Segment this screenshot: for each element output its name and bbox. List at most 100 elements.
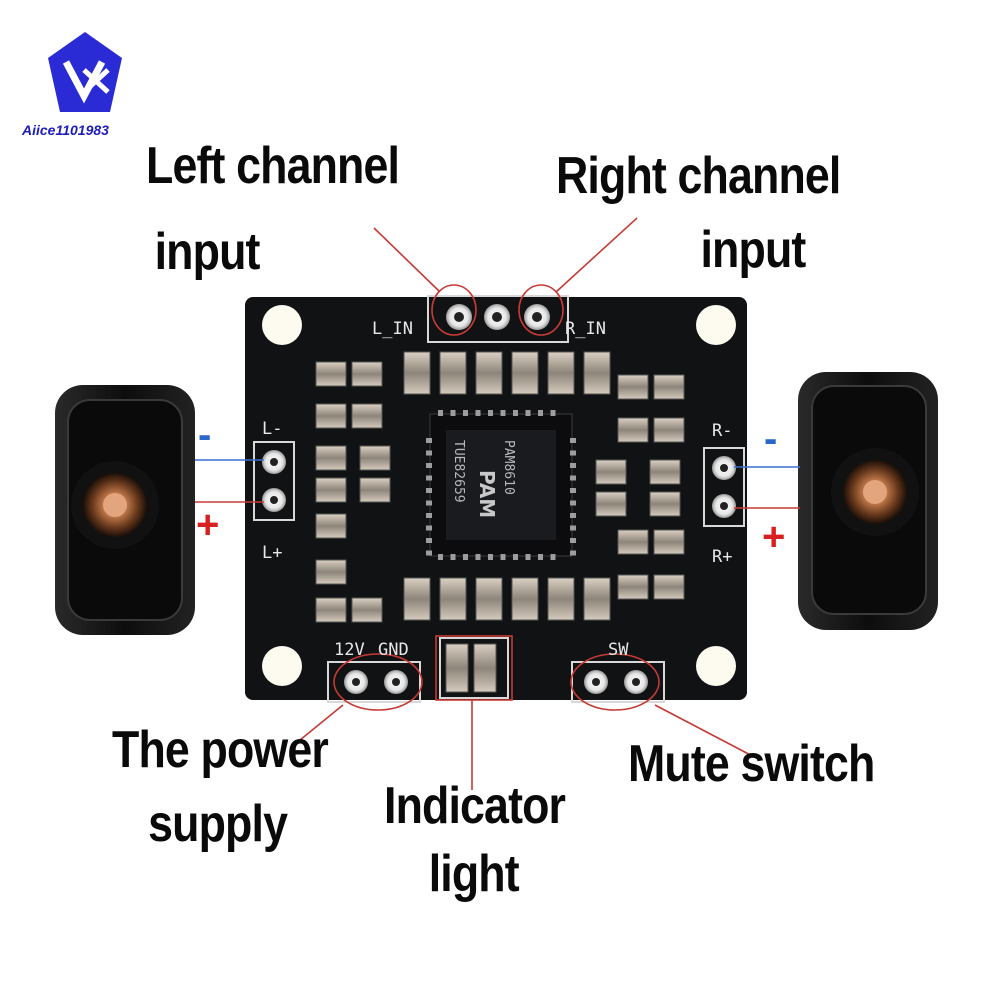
chip-pin	[538, 554, 543, 560]
chip-pin	[570, 438, 576, 443]
left-plus-sign: +	[196, 503, 219, 547]
label-sw: SW	[608, 640, 629, 660]
chip-pin	[570, 513, 576, 518]
smd-component	[511, 577, 539, 621]
chip-pin	[426, 538, 432, 543]
left-speaker	[55, 385, 195, 635]
chip-lot: TUE82659	[451, 440, 466, 503]
chip-pin	[550, 554, 556, 560]
smd-component	[583, 577, 611, 621]
smd-component	[583, 351, 611, 395]
chip-pin	[426, 513, 432, 518]
chip-pin	[570, 500, 576, 506]
callout-mute-switch: Mute switch	[628, 735, 875, 793]
smd-component	[617, 374, 649, 400]
chip-pin	[513, 410, 518, 416]
callout-power-supply: The power supply	[112, 721, 329, 853]
smd-component	[351, 403, 383, 429]
smd-component	[475, 577, 503, 621]
smd-component	[403, 577, 431, 621]
chip-pin	[426, 488, 432, 493]
chip-pin	[450, 554, 456, 560]
chip-pin	[513, 554, 518, 560]
smd-component	[315, 445, 347, 471]
smd-component	[595, 459, 627, 485]
smd-component	[473, 643, 497, 693]
chip-pin	[570, 450, 576, 456]
brand-logo-text: Aiice1101983	[22, 122, 109, 138]
chip-pin	[450, 410, 456, 416]
smd-component	[617, 417, 649, 443]
chip-pin	[426, 450, 432, 456]
smd-component	[359, 477, 391, 503]
chip-pin	[525, 410, 531, 416]
smd-component	[315, 559, 347, 585]
label-r-plus: R+	[712, 547, 732, 567]
chip-pin	[500, 554, 506, 560]
smd-component	[617, 529, 649, 555]
chip-pin	[438, 410, 443, 416]
wire-lines-red	[195, 501, 800, 509]
wire-lines	[195, 459, 800, 468]
smd-component	[351, 597, 383, 623]
smd-component	[315, 597, 347, 623]
smd-component	[315, 403, 347, 429]
label-l-plus: L+	[262, 543, 282, 563]
chip-pin	[438, 554, 443, 560]
smd-component	[653, 529, 685, 555]
chip-pin	[426, 475, 432, 481]
chip-pin	[488, 554, 493, 560]
smd-component	[649, 491, 681, 517]
chip-pin	[570, 488, 576, 493]
chip-pin	[426, 463, 432, 468]
smd-component	[595, 491, 627, 517]
amplifier-board	[245, 295, 747, 703]
chip-pin	[570, 550, 576, 556]
smd-component	[511, 351, 539, 395]
chip-pin	[426, 550, 432, 556]
callout-indicator: Indicator light	[384, 777, 566, 903]
amplifier-chip	[426, 410, 576, 560]
chip-pin	[475, 410, 481, 416]
chip-pin	[538, 410, 543, 416]
chip-maker: PAM	[475, 470, 499, 518]
callout-right-channel: Right channel input	[556, 147, 841, 279]
chip-pin	[500, 410, 506, 416]
brand-logo-icon	[48, 32, 122, 112]
label-gnd: GND	[378, 640, 409, 660]
chip-part: PAM8610	[501, 440, 516, 495]
label-r-in: R_IN	[565, 319, 606, 339]
callout-left-channel: Left channel input	[146, 137, 400, 281]
chip-pin	[488, 410, 493, 416]
label-r-minus: R-	[712, 421, 732, 441]
chip-pin	[426, 525, 432, 531]
label-l-in: L_IN	[372, 319, 413, 339]
label-l-minus: L-	[262, 419, 282, 439]
chip-pin	[426, 438, 432, 443]
label-12v: 12V	[334, 640, 365, 660]
smd-component	[653, 417, 685, 443]
chip-pin	[570, 525, 576, 531]
smd-component	[351, 361, 383, 387]
right-minus-sign: -	[764, 417, 777, 461]
chip-pin	[570, 538, 576, 543]
smd-component	[475, 351, 503, 395]
smd-component	[653, 574, 685, 600]
smd-component	[445, 643, 469, 693]
chip-pin	[570, 463, 576, 468]
left-minus-sign: -	[198, 413, 211, 457]
smd-component	[315, 477, 347, 503]
smd-component	[315, 513, 347, 539]
chip-pin	[550, 410, 556, 416]
chip-pin	[463, 410, 468, 416]
smd-component	[547, 351, 575, 395]
right-speaker	[798, 372, 938, 630]
annotation-lines	[299, 217, 761, 790]
smd-component	[359, 445, 391, 471]
chip-pin	[475, 554, 481, 560]
smd-component	[649, 459, 681, 485]
smd-component	[403, 351, 431, 395]
smd-component	[653, 374, 685, 400]
